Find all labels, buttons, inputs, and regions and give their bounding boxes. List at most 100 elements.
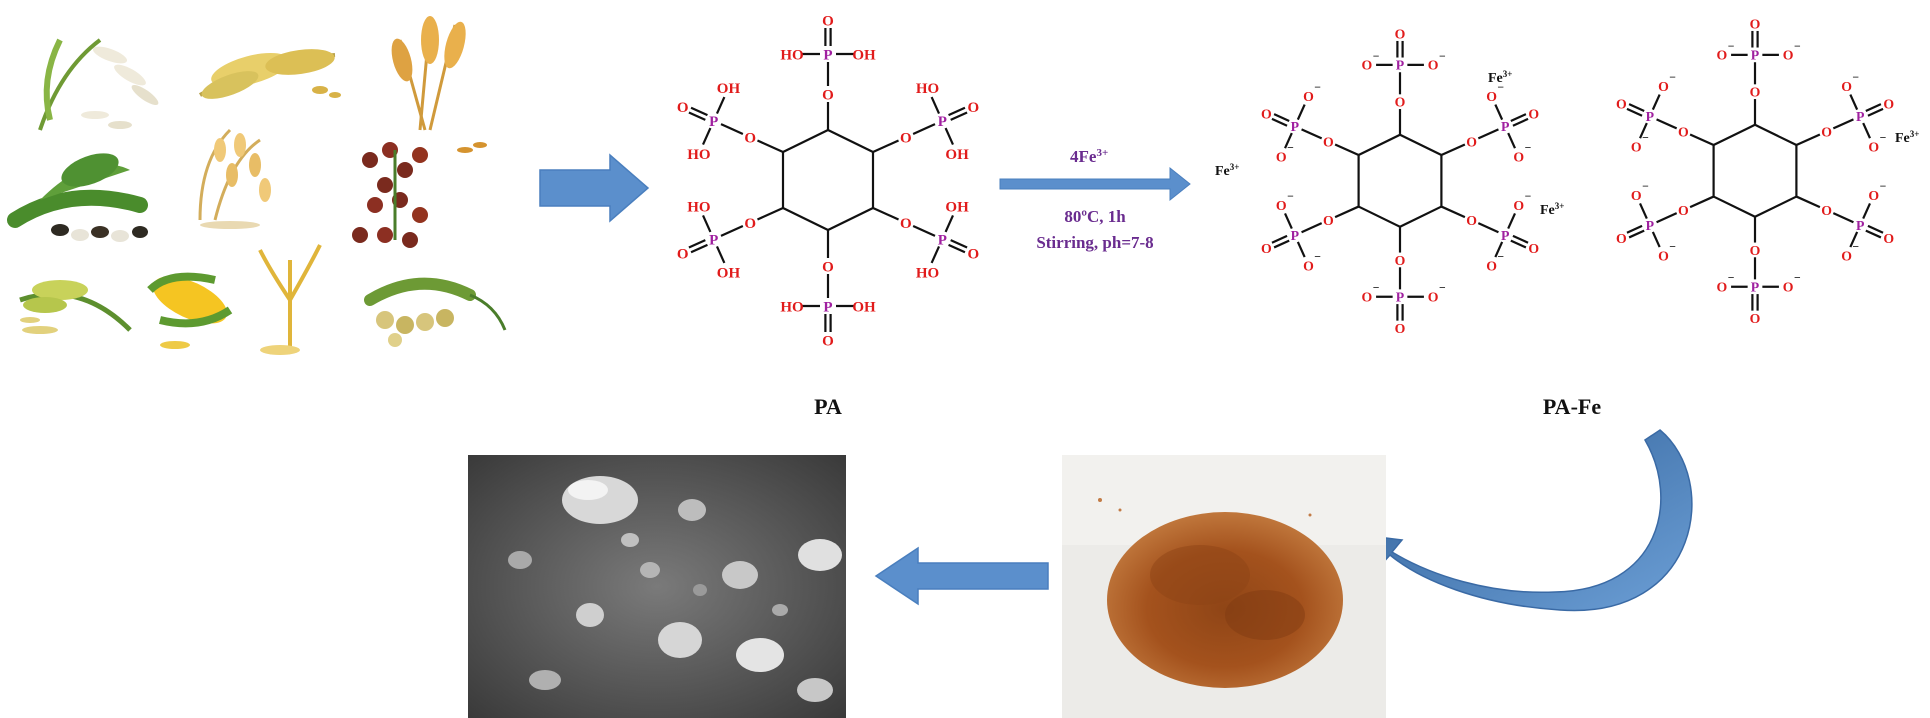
anionic-oxygen: O — [1428, 58, 1439, 73]
ring-bond — [782, 207, 829, 231]
phosphoryl-oxygen: O — [677, 246, 689, 262]
anionic-oxygen: O — [1783, 280, 1794, 295]
anionic-oxygen: O — [1841, 79, 1852, 94]
double-bond — [1271, 234, 1288, 244]
ring-bond — [1754, 123, 1797, 147]
phosphoryl-oxygen: O — [1616, 96, 1627, 111]
o-p-bond — [1301, 222, 1323, 234]
ester-oxygen: O — [1323, 213, 1334, 228]
o-p-bond — [912, 225, 936, 237]
pa-fe-label: PA-Fe — [1543, 394, 1601, 419]
phosphorus-atom: P — [1751, 280, 1760, 295]
soybeans-icon — [364, 277, 507, 347]
o-p-bond — [912, 123, 936, 135]
c-o-bond — [1795, 195, 1821, 209]
p-o-bond — [1507, 132, 1516, 149]
oats-icon — [198, 128, 271, 229]
negative-charge: − — [1728, 272, 1735, 285]
c-o-bond — [1334, 205, 1360, 219]
p-o-bond — [715, 246, 726, 264]
hydroxyl-group: OH — [945, 200, 969, 216]
double-bond — [1626, 224, 1643, 234]
negative-charge: − — [1669, 71, 1676, 84]
double-bond — [690, 243, 708, 254]
arrow-powder-to-sem — [874, 546, 1049, 606]
negative-charge: − — [1287, 190, 1294, 203]
anionic-oxygen: O — [1362, 290, 1373, 305]
ring-bond — [1399, 133, 1442, 157]
svg-text:Fe3+: Fe3+ — [1488, 69, 1512, 86]
p-o-bond — [1849, 231, 1859, 248]
ring-bond — [1358, 205, 1401, 228]
svg-text:Fe3+: Fe3+ — [1215, 162, 1239, 179]
ring-bond — [1713, 195, 1756, 218]
reagent-text: 4Fe — [1070, 147, 1097, 166]
ester-oxygen: O — [1678, 124, 1689, 139]
phosphorus-atom: P — [1396, 58, 1405, 73]
negative-charge: − — [1497, 250, 1504, 263]
negative-charge: − — [1525, 190, 1532, 203]
anionic-oxygen: O — [1841, 248, 1852, 263]
rice-stalks-icon — [258, 244, 322, 355]
p-o-bond — [1862, 122, 1871, 139]
double-bond — [1273, 239, 1290, 249]
anionic-oxygen: O — [1717, 48, 1728, 63]
svg-text:4Fe3+: 4Fe3+ — [1070, 147, 1108, 166]
p-o-bond — [1494, 241, 1504, 258]
ester-oxygen: O — [900, 216, 912, 232]
phosphorus-atom: P — [1291, 228, 1300, 243]
p-o-bond — [1639, 122, 1648, 139]
millet-icon — [19, 280, 132, 334]
p-o-bond — [1296, 241, 1306, 258]
anionic-oxygen: O — [1717, 280, 1728, 295]
wheat-stalks-icon — [391, 16, 487, 153]
anionic-oxygen: O — [1303, 258, 1314, 273]
o-p-bond — [1832, 212, 1854, 224]
double-bond — [950, 239, 968, 249]
phosphoryl-oxygen: O — [1528, 106, 1539, 121]
negative-charge: − — [1439, 50, 1446, 63]
negative-charge: − — [1880, 180, 1887, 193]
c-o-bond — [1689, 195, 1715, 209]
c-o-bond — [1440, 143, 1466, 157]
negative-charge: − — [1852, 240, 1859, 253]
c-o-bond — [872, 139, 899, 154]
p-o-bond — [702, 127, 712, 145]
ester-oxygen: O — [822, 259, 834, 275]
double-bond — [1865, 229, 1882, 239]
c-o-bond — [1689, 133, 1715, 147]
ester-oxygen: O — [1466, 213, 1477, 228]
phosphoryl-oxygen: O — [967, 100, 979, 116]
phosphorus-atom: P — [1646, 109, 1655, 124]
grains-illustration — [7, 16, 507, 355]
c-o-bond — [757, 206, 784, 221]
negative-charge: − — [1728, 40, 1735, 53]
anionic-oxygen: O — [1303, 89, 1314, 104]
p-o-bond — [715, 96, 726, 114]
o-p-bond — [720, 225, 744, 237]
ester-oxygen: O — [1750, 243, 1761, 258]
p-o-bond — [930, 96, 941, 114]
phosphorus-atom: P — [938, 114, 947, 130]
hydroxyl-group: OH — [852, 47, 876, 63]
barley-bunch-icon — [198, 49, 341, 99]
pa-fe-powder-photo — [1062, 455, 1386, 718]
p-o-bond — [702, 215, 712, 233]
pa-label: PA — [814, 394, 842, 419]
hydroxyl-group: HO — [916, 81, 939, 97]
anionic-oxygen: O — [1783, 48, 1794, 63]
negative-charge: − — [1525, 141, 1532, 154]
negative-charge: − — [1373, 282, 1380, 295]
double-bond — [1867, 107, 1884, 117]
negative-charge: − — [1497, 81, 1504, 94]
double-bond — [948, 243, 966, 254]
negative-charge: − — [1439, 282, 1446, 295]
anionic-oxygen: O — [1631, 139, 1642, 154]
negative-charge: − — [1642, 131, 1649, 144]
negative-charge: − — [1314, 250, 1321, 263]
svg-text:Fe3+: Fe3+ — [1895, 129, 1919, 146]
condition-stirring-ph: Stirring, ph=7-8 — [1036, 233, 1153, 252]
o-p-bond — [720, 123, 744, 135]
reaction-arrow — [999, 166, 1191, 202]
double-bond — [1510, 239, 1527, 249]
